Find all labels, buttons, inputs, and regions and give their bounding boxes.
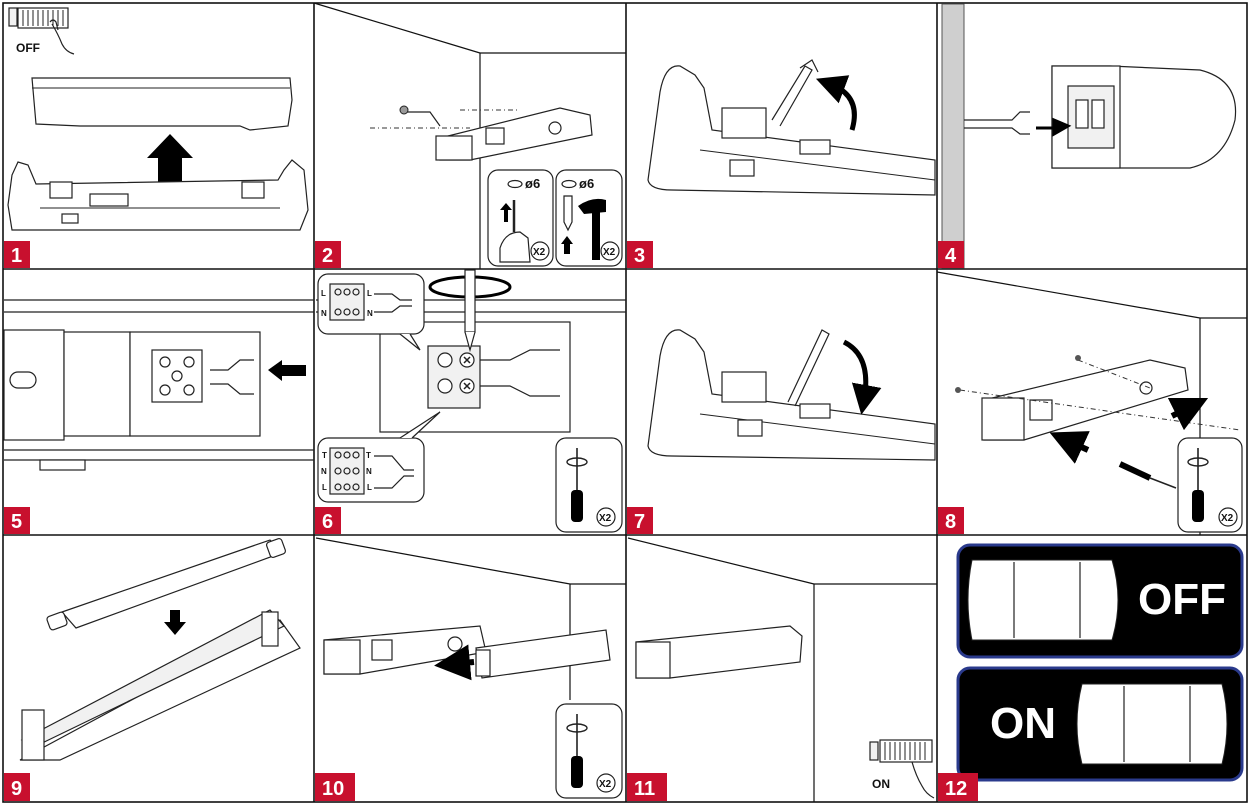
step-badge: 8 [938,507,964,534]
step-number: 7 [634,511,645,533]
rotate-arrow [842,339,882,415]
panel-1: OFF [7,7,309,231]
step-badge: 6 [315,507,341,534]
panel-6: L N L N T N L T N L [316,269,626,533]
arrow-icon [268,360,306,381]
screwdriver-box: X2 [555,703,623,799]
drill-diameter-label: ø6 [525,176,540,191]
step-number: 12 [945,778,967,800]
panel-5 [3,299,314,471]
wiring-callout-bottom: T N L T N L [317,411,441,503]
step-badge: 12 [938,773,978,801]
qty-label: X2 [533,247,546,258]
rotate-arrow [815,75,857,131]
step-number: 1 [11,245,22,267]
wire-label-n: N [321,309,327,318]
step-badge: 9 [4,773,30,801]
plug-tool-box: ø6 X2 [555,169,623,267]
panel-7 [647,329,936,461]
wire-label-l: L [322,483,327,492]
circuit-breaker-icon [8,7,75,55]
panel-9 [19,537,301,761]
step-badge: 2 [315,241,341,268]
arrow-icon [1167,397,1209,431]
wire-label-l: L [321,289,326,298]
step-badge: 11 [627,773,667,801]
step-badge: 3 [627,241,653,268]
step-number: 4 [945,245,957,267]
wire-label-n: N [367,309,373,318]
arrow-icon [164,610,186,635]
switch-on-label: ON [990,699,1056,748]
qty-label: X2 [1221,513,1234,524]
step-number: 11 [634,778,655,800]
panel-12: OFF ON [956,543,1244,782]
step-number: 8 [945,511,956,533]
switch-off-label: OFF [1138,575,1226,624]
terminal-block [151,349,203,403]
wall-plug-icon [561,195,573,254]
arrow-icon [1049,431,1090,464]
step-number: 9 [11,778,22,800]
qty-label: X2 [603,247,616,258]
drill-tool-box: ø6 X2 [487,169,554,267]
panel-8: X2 [936,271,1247,535]
drill-icon [499,200,531,263]
hammer-icon [578,198,606,260]
step-badge: 7 [627,507,653,534]
step-badge: 1 [4,241,30,268]
arrow-icon [1036,117,1072,137]
screwdriver-rotate [428,269,512,353]
screwdriver-box: X2 [1177,437,1243,533]
panel-4 [941,3,1237,269]
step-badge: 4 [938,241,964,268]
switch-off: OFF [956,543,1244,659]
step-number: 6 [322,511,333,533]
step-number: 10 [322,778,344,800]
screwdriver-icon [1118,461,1177,489]
tube-lamp [46,537,287,631]
circuit-breaker-icon [869,739,935,799]
on-label: ON [872,777,890,791]
screwdriver-icon [566,448,588,522]
switch-on: ON [956,666,1244,782]
panel-2: ø6 X2 ø6 X2 [313,2,626,269]
qty-label: X2 [599,513,612,524]
plug-diameter-label: ø6 [579,176,594,191]
step-badge: 10 [315,773,355,801]
step-number: 5 [11,511,22,533]
wire-label-n: N [366,467,372,476]
qty-label: X2 [599,779,612,790]
panel-3 [647,59,936,196]
step-number: 3 [634,245,645,267]
wire-label-t: T [322,451,327,460]
off-label: OFF [16,41,40,55]
arrow-icon [147,134,193,183]
wiring-callout-top: L N L N [317,273,425,351]
panel-10: X2 [315,537,626,799]
step-number: 2 [322,245,333,267]
panel-11: ON [627,537,937,802]
wire-label-n: N [321,467,327,476]
wire-label-l: L [367,289,372,298]
wire-label-t: T [366,451,371,460]
step-badge: 5 [4,507,30,534]
arrow-icon [434,644,475,681]
wire-label-l: L [367,483,372,492]
screwdriver-box: X2 [555,437,623,533]
